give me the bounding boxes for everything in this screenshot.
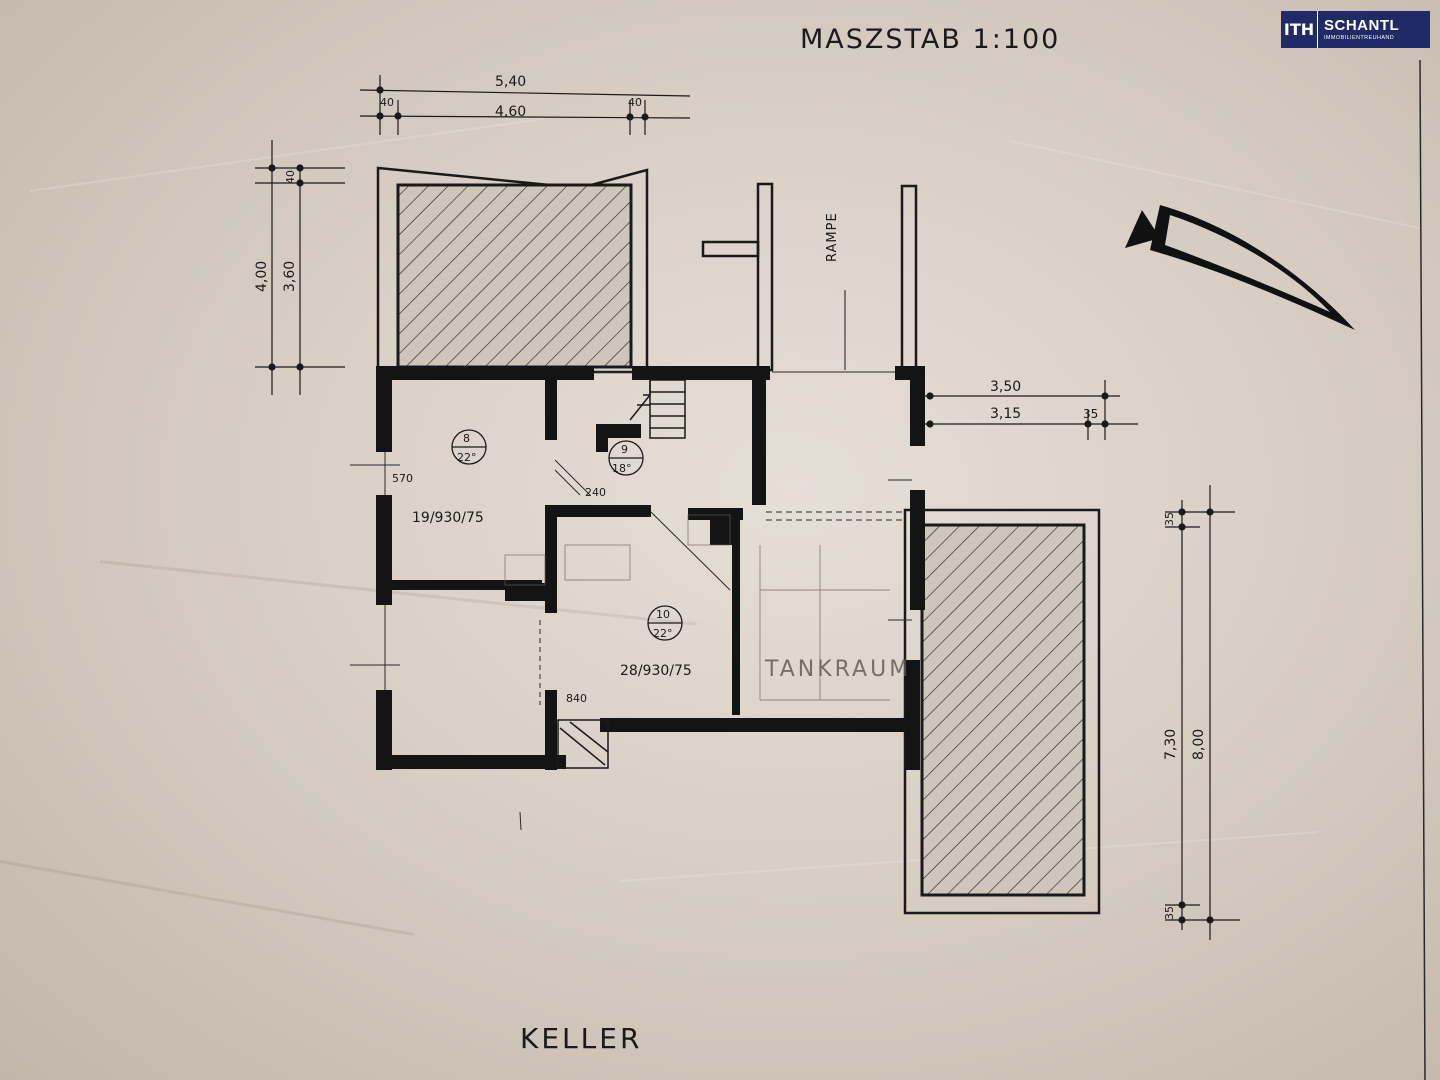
dim-right-wall-top: 35	[1163, 512, 1176, 526]
dim-top-overall: 5,40	[495, 74, 526, 90]
exterior-block-right	[903, 508, 1101, 915]
staircase	[557, 379, 686, 769]
logo-mark: ITH	[1281, 11, 1318, 48]
dimension-top	[359, 75, 691, 135]
dim-right-overall: 8,00	[1191, 729, 1207, 760]
dim-right-inner: 7,30	[1163, 729, 1179, 760]
room-9-temp: 18°	[612, 462, 632, 475]
room-9-door: 240	[585, 486, 606, 499]
ramp-walls	[701, 182, 918, 372]
dim-right-top-overall: 3,50	[990, 379, 1021, 395]
room-9-number: 9	[621, 443, 628, 456]
room-marker-8	[451, 429, 487, 465]
logo-text: SCHANTL IMMOBILIENTREUHAND	[1318, 16, 1400, 42]
dim-top-right-wall: 40	[628, 96, 642, 109]
room-8-number: 8	[463, 432, 470, 445]
dimension-right-top	[925, 380, 1138, 440]
tank-room-label: TANKRAUM	[764, 657, 911, 682]
scale-label: MASZSTAB 1:100	[800, 24, 1060, 55]
dimension-right	[1165, 485, 1240, 940]
floor-label: KELLER	[520, 1022, 642, 1055]
dim-top-left-wall: 40	[380, 96, 394, 109]
dim-right-top-wall: 35	[1083, 407, 1098, 421]
room-marker-10	[647, 605, 683, 641]
pencil-sketch-lines	[504, 514, 890, 701]
room-8-window: 19/930/75	[412, 510, 484, 526]
dim-right-wall-bottom: 35	[1163, 906, 1176, 920]
ramp-label: RAMPE	[825, 212, 840, 262]
agency-logo: ITH SCHANTL IMMOBILIENTREUHAND	[1281, 11, 1430, 48]
room-8-door: 570	[392, 472, 413, 485]
dimension-left	[255, 140, 345, 395]
room-10-temp: 22°	[653, 627, 673, 640]
dim-left-overall: 4,00	[254, 261, 270, 292]
room-10-door: 840	[566, 692, 587, 705]
logo-subtitle: IMMOBILIENTREUHAND	[1324, 34, 1395, 41]
logo-name: SCHANTL	[1324, 16, 1400, 34]
room-10-number: 10	[656, 608, 670, 621]
room-10-window: 28/930/75	[620, 663, 692, 679]
dim-left-wall: 40	[284, 170, 297, 184]
room-marker-9	[608, 440, 644, 476]
north-arrow-icon	[1125, 205, 1355, 330]
dim-left-inner: 3,60	[282, 261, 298, 292]
dim-top-inner: 4,60	[495, 104, 526, 120]
sheet-border-line	[1419, 59, 1426, 1080]
dim-right-top-inner: 3,15	[990, 406, 1021, 422]
thin-detail-lines	[350, 371, 912, 831]
room-8-temp: 22°	[457, 451, 477, 464]
exterior-block-top	[376, 166, 649, 374]
building-walls	[376, 366, 925, 770]
